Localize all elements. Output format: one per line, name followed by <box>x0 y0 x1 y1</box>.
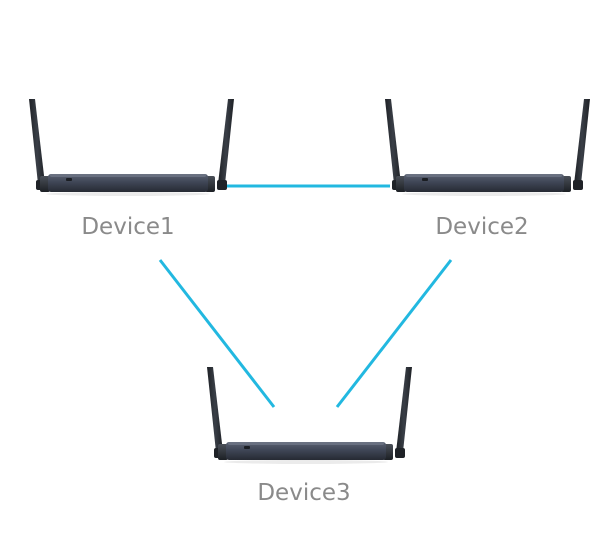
device2-label: Device2 <box>435 214 528 240</box>
link-device1-device3 <box>158 259 276 408</box>
link-device2-device3 <box>335 259 453 408</box>
wifi-router-icon <box>385 99 590 196</box>
wifi-router-icon <box>29 99 234 196</box>
device2-node: Device2 <box>385 99 590 240</box>
device1-node: Device1 <box>29 99 234 240</box>
connection-lines <box>158 184 453 408</box>
wifi-router-icon <box>207 367 412 464</box>
device1-label: Device1 <box>81 214 174 240</box>
device3-label: Device3 <box>257 480 350 506</box>
device3-node: Device3 <box>207 367 412 506</box>
